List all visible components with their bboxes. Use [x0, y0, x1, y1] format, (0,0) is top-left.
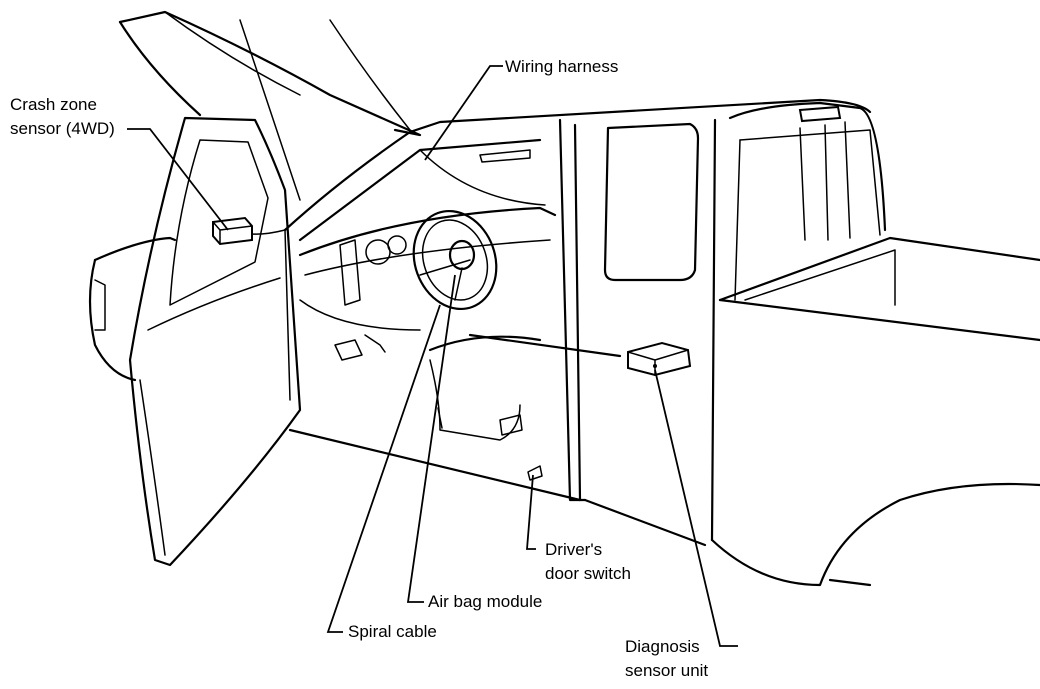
hood: [118, 10, 422, 201]
leader-lines: [127, 65, 738, 647]
label-drivers-door-switch-line2: door switch: [545, 564, 631, 583]
label-crash-zone-sensor-line1: Crash zone: [10, 95, 97, 114]
cab-body: [283, 98, 887, 547]
label-spiral-cable: Spiral cable: [348, 622, 437, 641]
wiring: [468, 333, 622, 358]
label-diagnosis-sensor-unit-line1: Diagnosis: [625, 637, 700, 656]
open-door: [128, 116, 302, 567]
truck-bed: [710, 236, 1040, 587]
label-diagnosis-sensor-unit-line2: sensor unit: [625, 661, 709, 680]
label-drivers-door-switch-line1: Driver's: [545, 540, 603, 559]
label-crash-zone-sensor-line2: sensor (4WD): [10, 119, 115, 138]
label-wiring-harness: Wiring harness: [505, 57, 619, 76]
crash-zone-sensor: [212, 216, 286, 246]
diagnosis-sensor-unit: [627, 341, 692, 377]
drivers-door-switch: [527, 465, 543, 481]
label-air-bag-module: Air bag module: [428, 592, 543, 611]
interior: [298, 149, 557, 441]
front-end: [88, 236, 177, 382]
